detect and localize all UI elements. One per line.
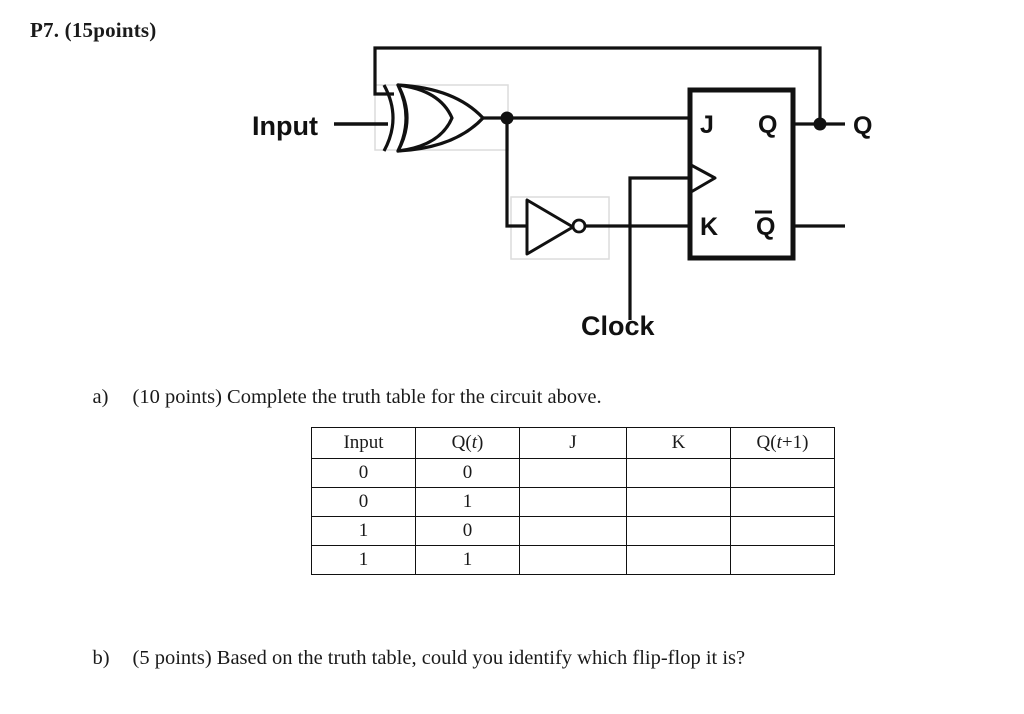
circuit-diagram: J K Q Q Input Clock Q	[0, 30, 1024, 350]
question-b-marker: b)	[92, 647, 110, 669]
clock-input-triangle	[689, 163, 717, 194]
question-b: b) (5 points) Based on the truth table, c…	[72, 624, 746, 693]
cell-input: 0	[311, 458, 416, 488]
junction-dot-q-output	[813, 117, 827, 131]
header-post: )	[477, 432, 484, 453]
wire-clock-to-ff	[628, 176, 690, 320]
cell-qt: 1	[415, 487, 520, 517]
jk-flipflop-box	[687, 87, 796, 261]
wire-feedback-q-to-xor	[373, 46, 822, 124]
question-a-text: (10 points) Complete the truth table for…	[132, 386, 602, 408]
cell-j[interactable]	[519, 516, 627, 546]
truth-table-container: Input Q(t) J K Q(t+1) 0 0 0 1	[311, 427, 835, 575]
cell-k[interactable]	[626, 545, 731, 575]
cell-qt: 0	[415, 516, 520, 546]
ff-pin-j-label: J	[700, 111, 714, 139]
cell-qt1[interactable]	[730, 458, 835, 488]
cell-k[interactable]	[626, 516, 731, 546]
ff-pin-k-label: K	[700, 213, 718, 241]
cell-input: 1	[311, 545, 416, 575]
cell-k[interactable]	[626, 458, 731, 488]
header-pre: Q(	[451, 432, 472, 453]
table-header-row: Input Q(t) J K Q(t+1)	[311, 427, 835, 459]
table-header-input: Input	[311, 427, 416, 459]
cell-input: 0	[311, 487, 416, 517]
header-ital: t	[776, 432, 782, 453]
ff-pin-qbar-label: Q	[756, 213, 775, 241]
circuit-svg: J K Q Q Input Clock Q	[252, 46, 872, 341]
table-header-k: K	[626, 427, 731, 459]
cell-qt1[interactable]	[730, 487, 835, 517]
cell-qt1[interactable]	[730, 545, 835, 575]
cell-input: 1	[311, 516, 416, 546]
not-gate-bubble	[571, 218, 587, 234]
xor-gate-outline	[396, 83, 485, 153]
xor-gate-arc	[382, 84, 395, 152]
question-a: a) (10 points) Complete the truth table f…	[72, 363, 602, 432]
input-label: Input	[252, 111, 318, 141]
table-header-j: J	[519, 427, 627, 459]
header-pre: J	[569, 432, 577, 453]
cell-j[interactable]	[519, 487, 627, 517]
header-pre: Input	[343, 432, 384, 453]
output-q-label: Q	[853, 112, 872, 140]
clock-label: Clock	[581, 311, 656, 341]
table-row: 1 1	[311, 545, 835, 575]
cell-qt: 1	[415, 545, 520, 575]
cell-qt: 0	[415, 458, 520, 488]
cell-qt1[interactable]	[730, 516, 835, 546]
cell-j[interactable]	[519, 458, 627, 488]
table-row: 0 1	[311, 487, 835, 517]
page-title: P7. (15points)	[30, 18, 157, 42]
not-gate-body	[525, 198, 575, 256]
question-a-marker: a)	[92, 386, 109, 408]
table-header-qt1: Q(t+1)	[730, 427, 835, 459]
wire-xor-to-not	[505, 118, 527, 228]
table-row: 0 0	[311, 458, 835, 488]
table-header-qt: Q(t)	[415, 427, 520, 459]
not-gate-bbox	[510, 196, 610, 260]
table-row: 1 0	[311, 516, 835, 546]
header-pre: Q(	[756, 432, 777, 453]
ff-pin-q-label: Q	[758, 111, 777, 139]
header-pre: K	[671, 432, 686, 453]
truth-table: Input Q(t) J K Q(t+1) 0 0 0 1	[311, 427, 835, 575]
header-ital: t	[471, 432, 477, 453]
question-b-text: (5 points) Based on the truth table, cou…	[132, 647, 746, 669]
header-post: +1)	[781, 432, 809, 453]
junction-dot-xor-output	[500, 111, 514, 125]
cell-k[interactable]	[626, 487, 731, 517]
cell-j[interactable]	[519, 545, 627, 575]
